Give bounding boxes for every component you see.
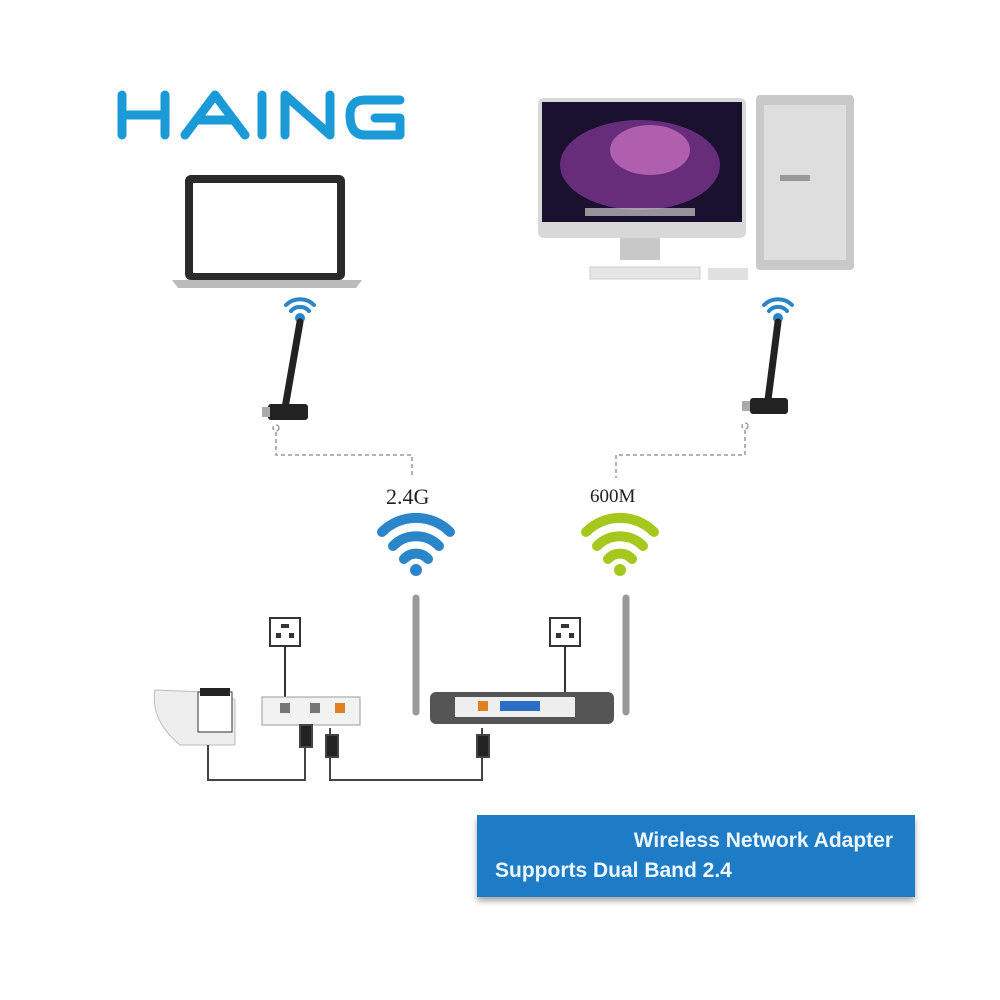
telephone-icon	[153, 688, 236, 746]
wifi-2.4g-icon	[377, 512, 455, 576]
banner-line-2: Supports Dual Band 2.4	[495, 859, 732, 882]
wireless-link-lines	[272, 422, 749, 478]
band-label-600m: 600M	[590, 486, 636, 507]
cables	[207, 724, 490, 781]
laptop-icon	[172, 175, 362, 288]
band-label-2.4g: 2.4G	[386, 484, 430, 509]
power-outlet-icon	[269, 617, 301, 700]
wifi-icon	[762, 297, 794, 323]
feature-banner: Wireless Network Adapter Supports Dual B…	[477, 815, 915, 897]
wifi-icon	[284, 297, 316, 323]
usb-wifi-adapter-icon	[742, 318, 788, 414]
haing-logo	[117, 90, 405, 140]
router-icon	[412, 594, 630, 724]
usb-wifi-adapter-icon	[262, 318, 308, 420]
desktop-monitor-icon	[538, 98, 748, 280]
wifi-600m-icon	[581, 512, 659, 576]
pc-tower-icon	[756, 95, 854, 270]
banner-line-1: Wireless Network Adapter	[633, 829, 893, 852]
modem-icon	[261, 696, 361, 726]
power-outlet-icon	[549, 617, 581, 700]
